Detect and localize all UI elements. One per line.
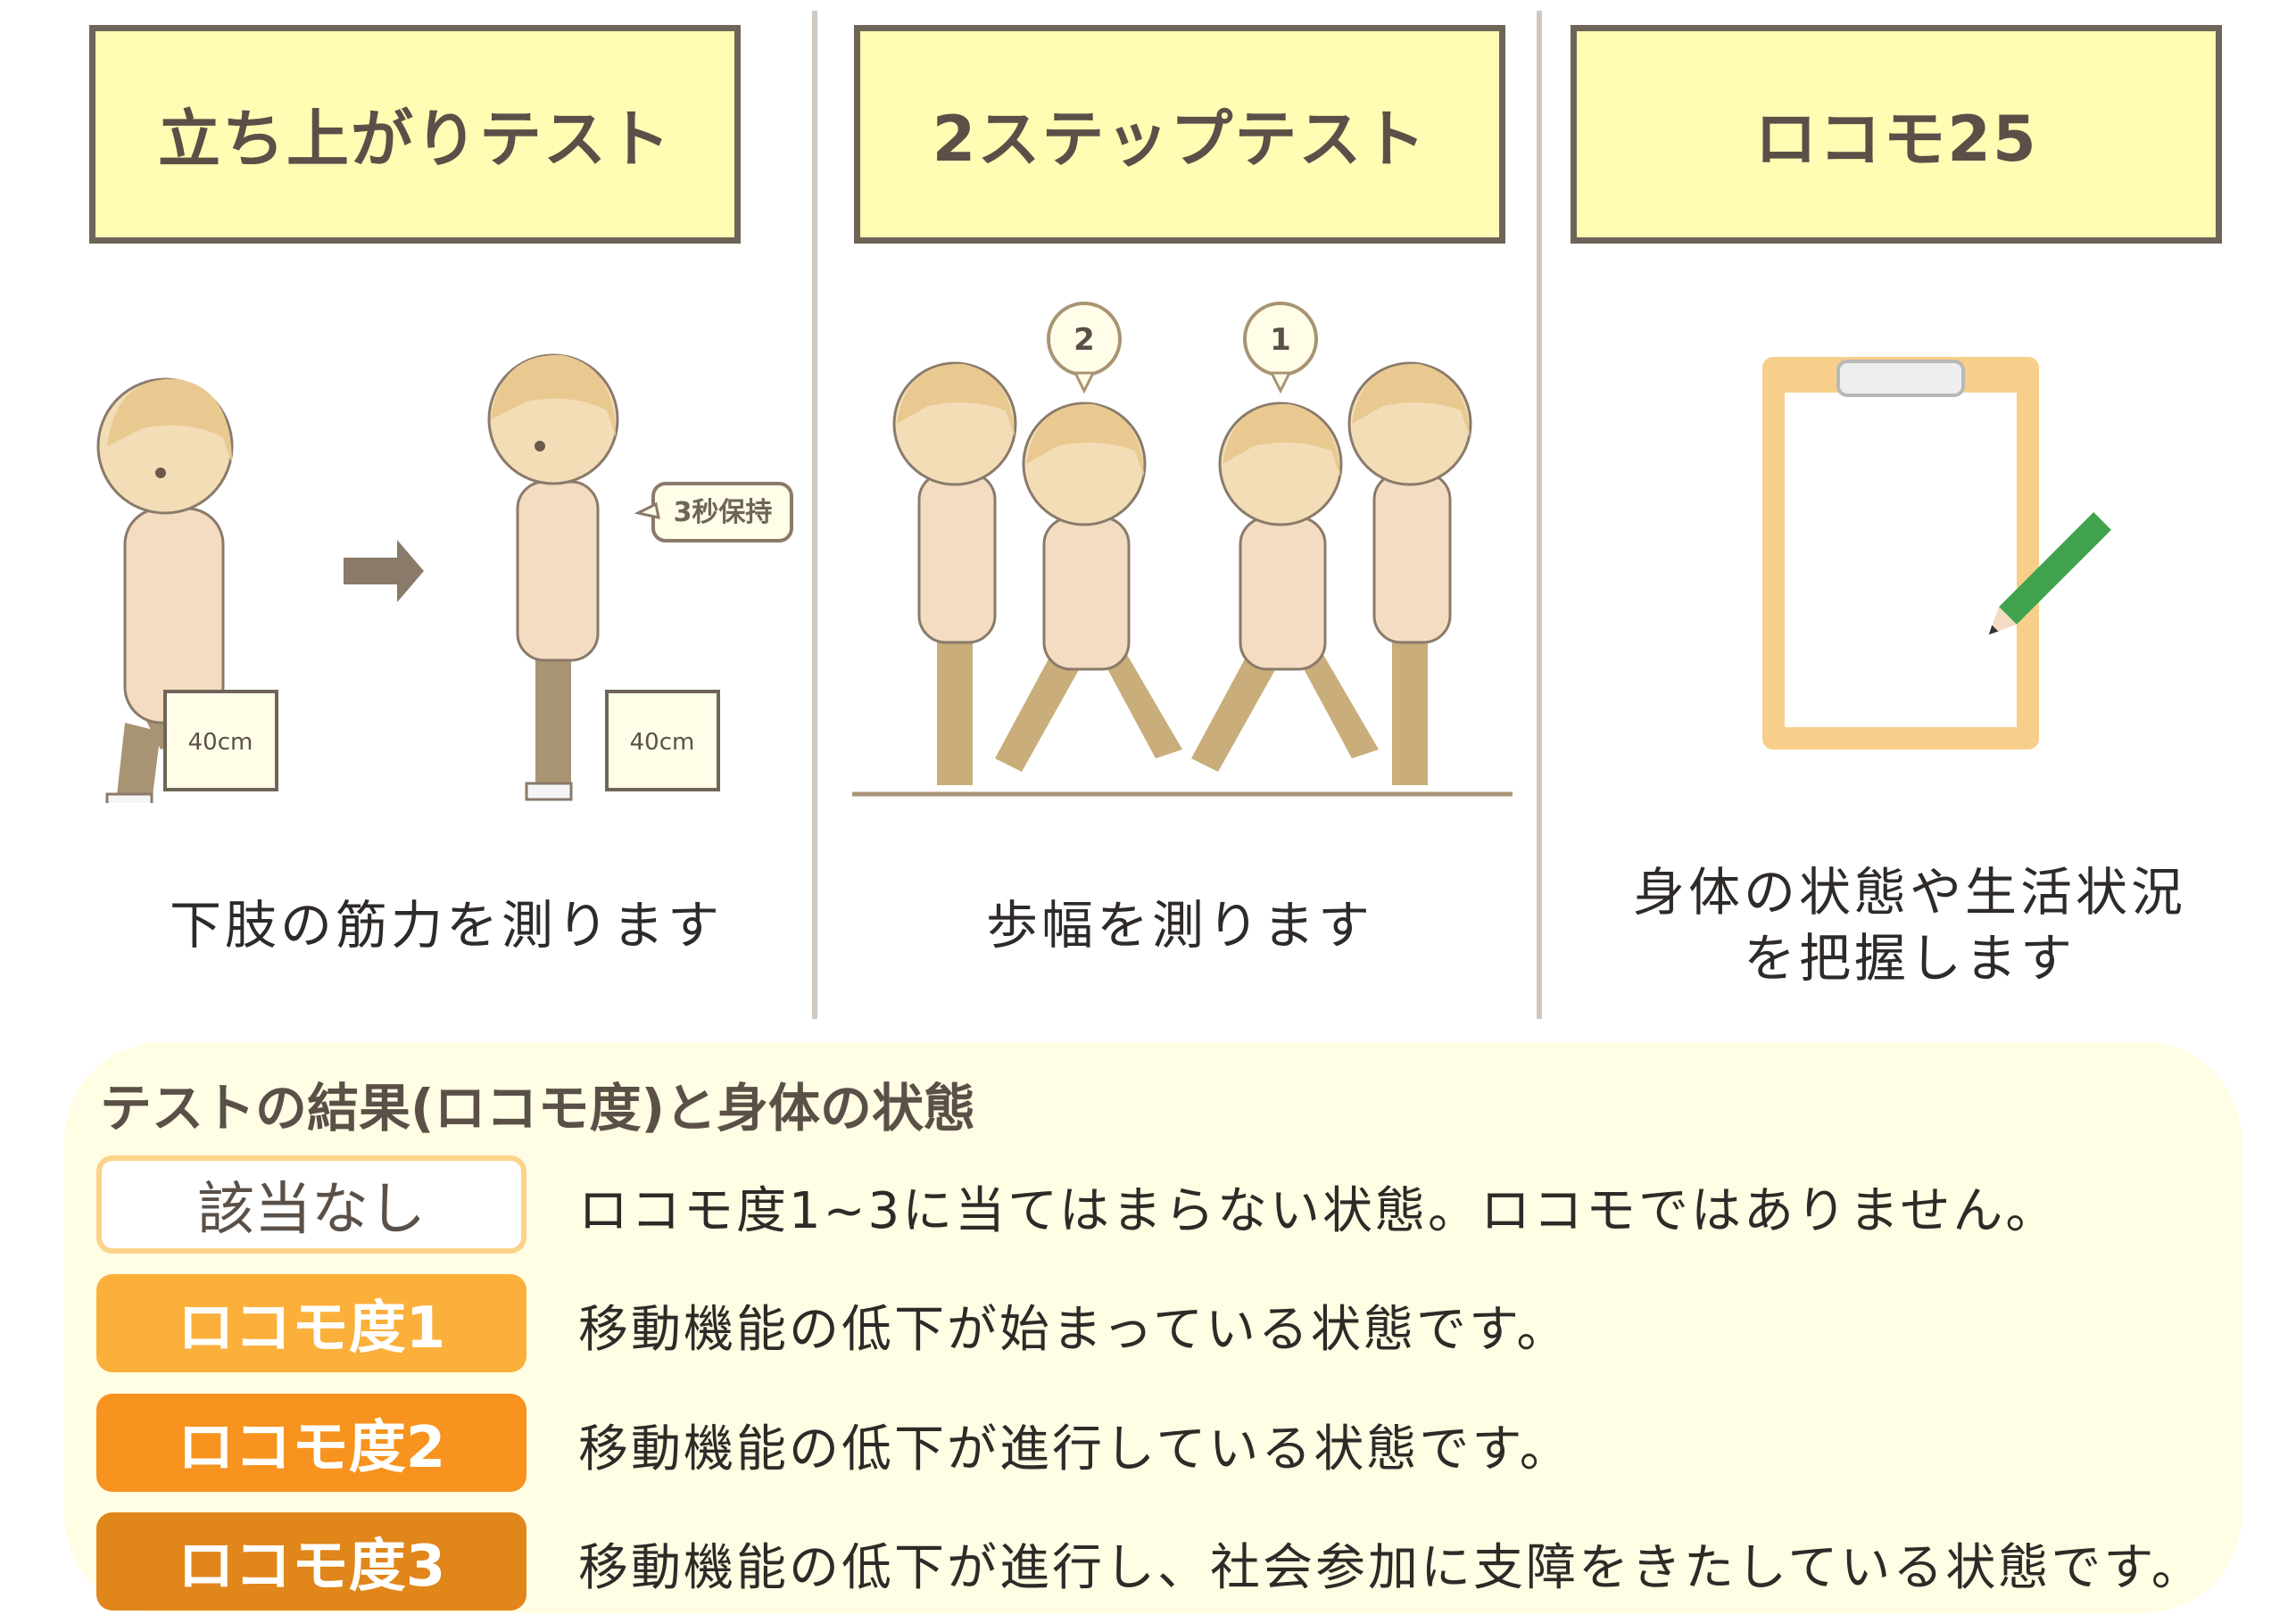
arrow-right-icon: [344, 540, 424, 602]
step-label-1: 1: [1270, 322, 1291, 358]
hold-label: 3秒保持: [674, 497, 773, 528]
box-label-left: 40cm: [188, 729, 253, 756]
panel-description-two-step-test: 歩幅を測ります: [854, 892, 1505, 958]
box-left: [163, 690, 278, 791]
standing-person-figure: [487, 353, 619, 801]
level-badge-1: ロコモ度1: [96, 1274, 526, 1372]
description-line: を把握します: [1743, 928, 2076, 989]
clipboard-illustration: [1762, 357, 2111, 749]
level-text-none: ロコモ度1~3に当てはまらない状態。ロコモではありません。: [578, 1182, 2059, 1240]
description-line: 歩幅を測ります: [985, 895, 1373, 956]
panel-title-two-step-test: 2ステップテスト: [854, 25, 1505, 244]
walker-figure-3: [1191, 402, 1379, 772]
pencil-icon: [1988, 512, 2111, 635]
box-label-right: 40cm: [630, 729, 695, 756]
level-text-2: 移動機能の低下が進行している状態です。: [578, 1420, 1572, 1478]
walker-figure-2: [995, 402, 1182, 772]
step-bubble-1: 1: [1243, 302, 1318, 394]
walker-figure-1: [892, 361, 1017, 785]
seated-person-figure: [96, 377, 234, 803]
box-right: [605, 690, 720, 791]
walker-figure-4: [1347, 361, 1472, 785]
level-text-1: 移動機能の低下が始まっている状態です。: [578, 1301, 1570, 1359]
clipboard-paper: [1785, 393, 2017, 727]
divider-right: [1537, 11, 1542, 1019]
description-line: 下肢の筋力を測ります: [169, 895, 723, 956]
stand-up-test-illustration: 40cm 3秒保持 40cm: [96, 353, 793, 803]
level-text-3: 移動機能の低下が進行し、社会参加に支障をきたしている状態です。: [578, 1539, 2204, 1597]
level-badge-none: 該当なし: [96, 1155, 526, 1254]
panel-description-locomo25: 身体の状態や生活状況 を把握します: [1553, 859, 2267, 991]
clipboard-clip: [1836, 360, 1965, 397]
step-label-2: 2: [1073, 322, 1095, 358]
step-bubble-2: 2: [1047, 302, 1122, 394]
panel-title-stand-up-test: 立ち上がりテスト: [89, 25, 741, 244]
panel-description-stand-up-test: 下肢の筋力を測ります: [89, 892, 803, 958]
divider-left: [812, 11, 817, 1019]
level-badge-3: ロコモ度3: [96, 1512, 526, 1611]
two-step-test-illustration: 2 1: [852, 302, 1513, 797]
description-line: 身体の状態や生活状況: [1632, 862, 2186, 923]
panel-title-locomo25: ロコモ25: [1571, 25, 2222, 244]
results-title: テストの結果(ロコモ度)と身体の状態: [100, 1078, 976, 1139]
level-badge-2: ロコモ度2: [96, 1394, 526, 1492]
